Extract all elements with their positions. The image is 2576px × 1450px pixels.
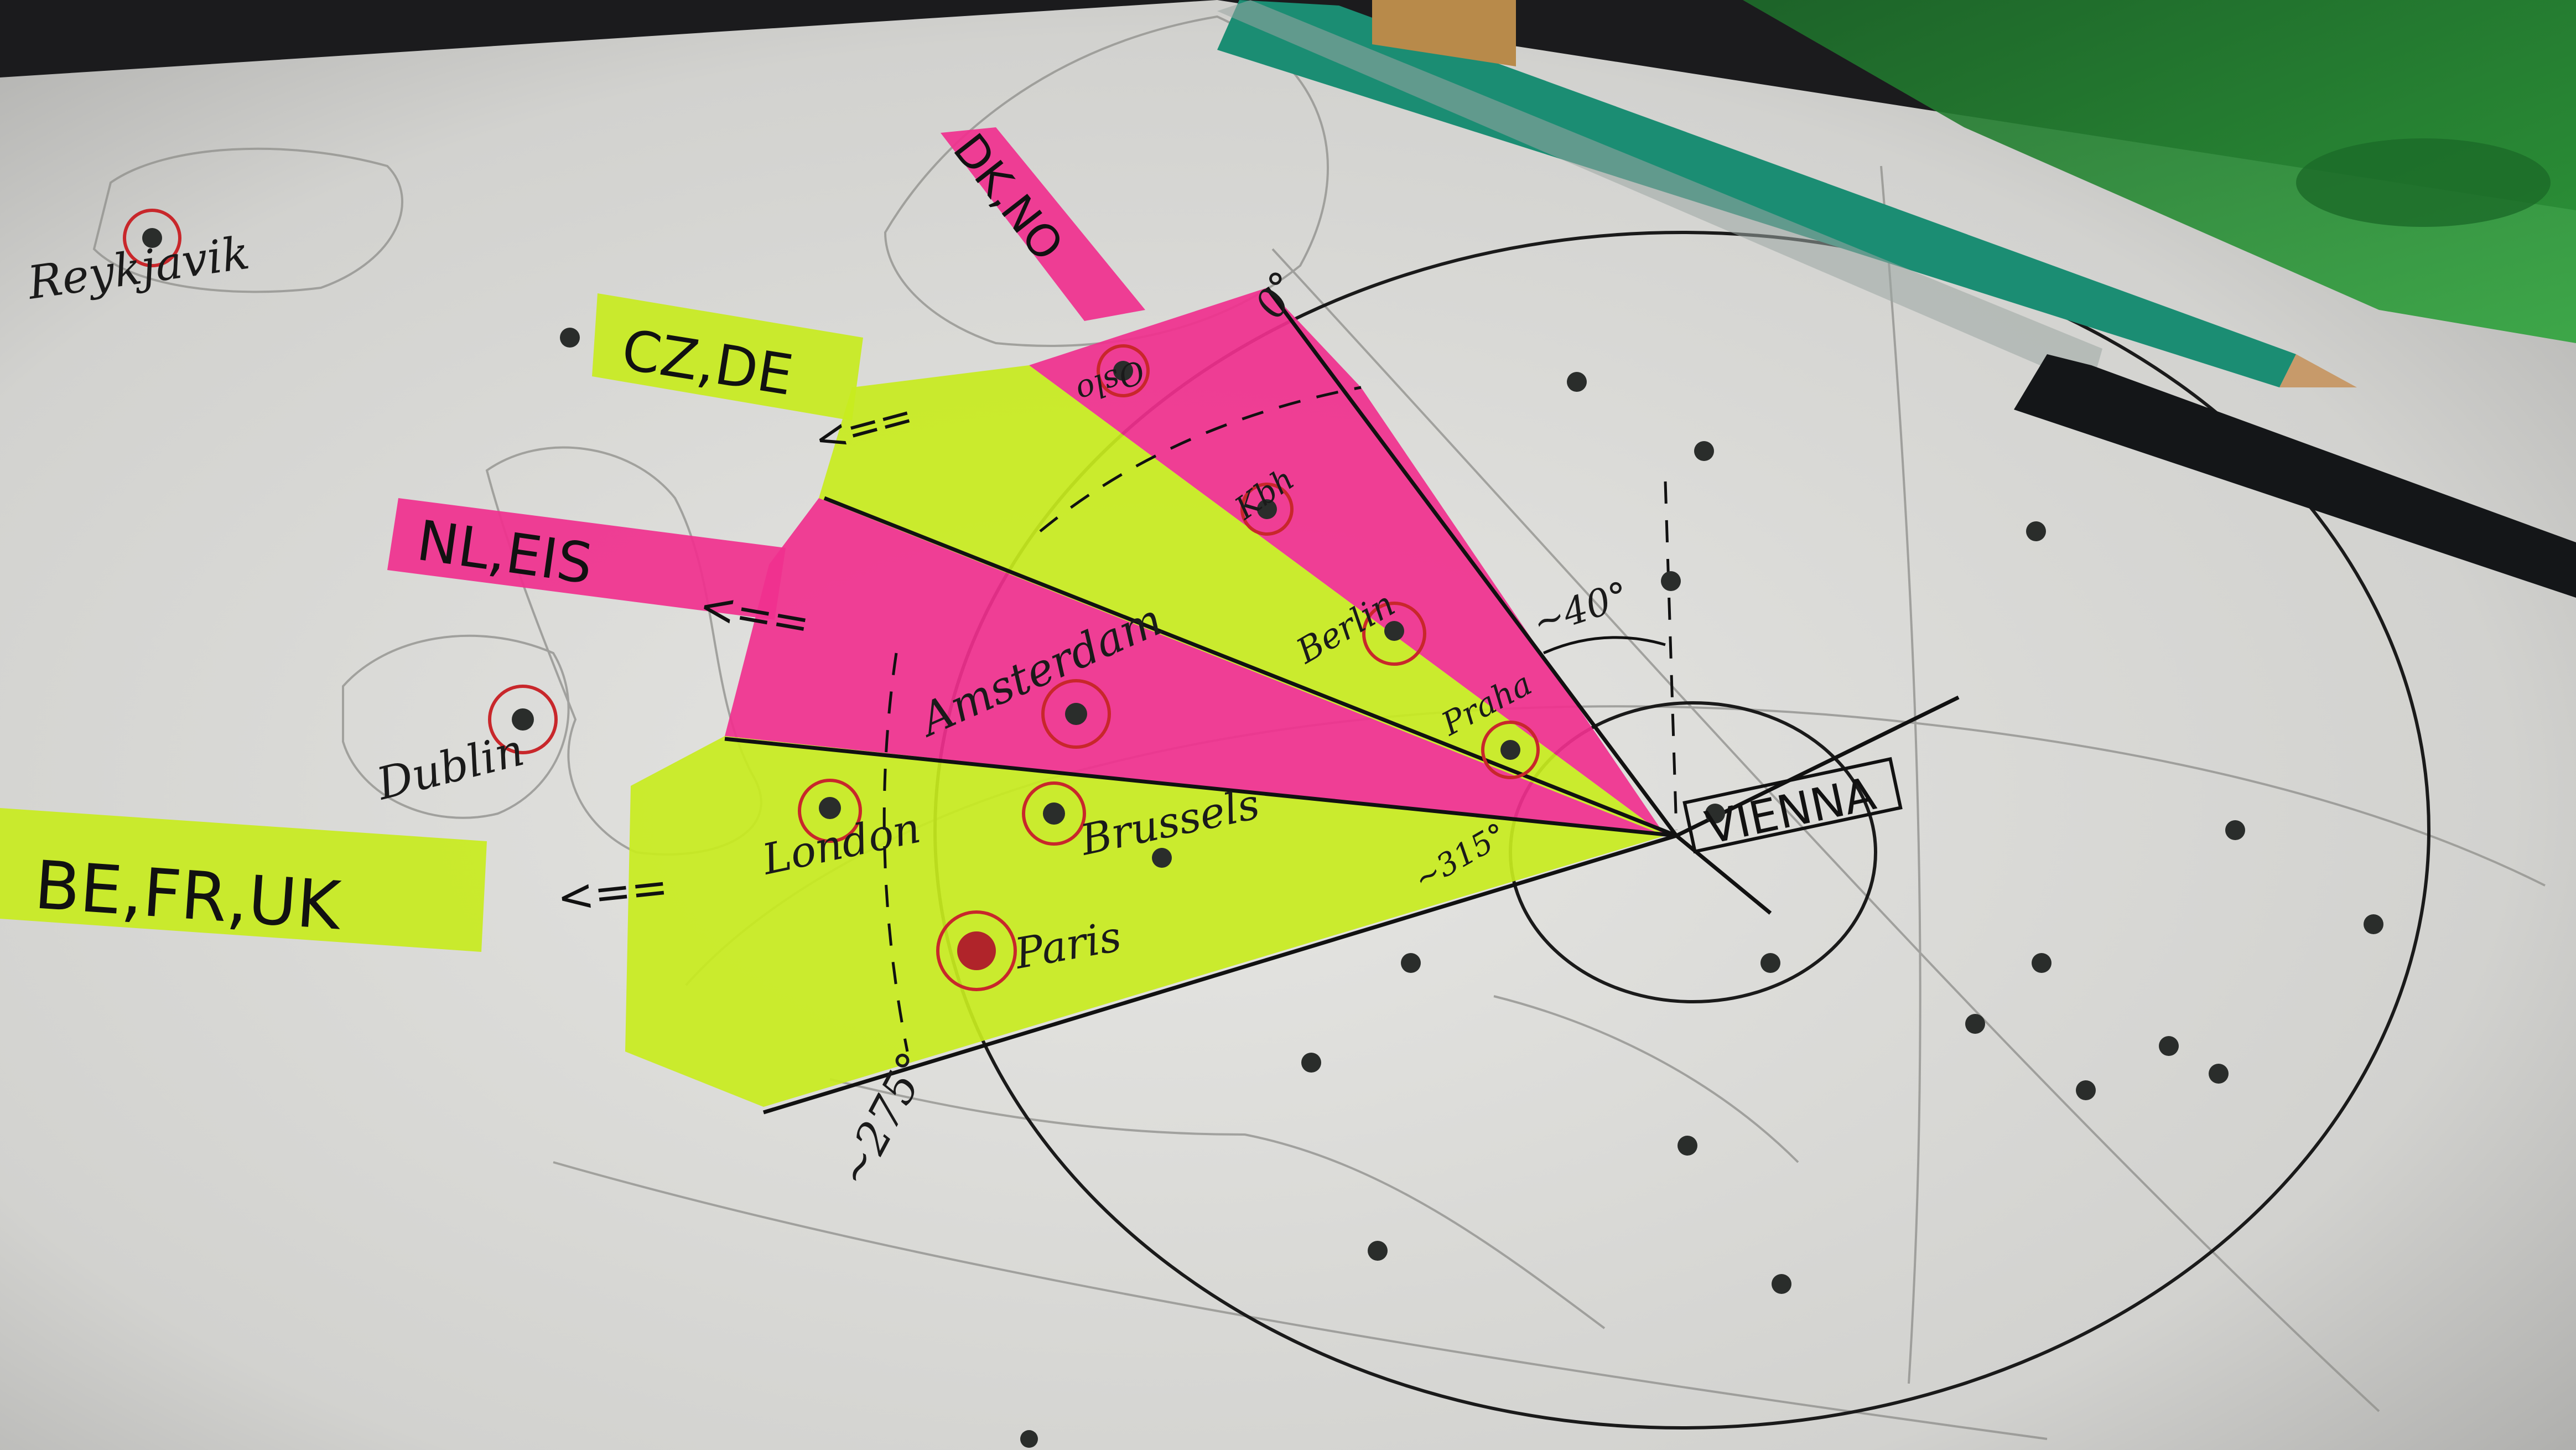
city-dot bbox=[2225, 820, 2245, 840]
paris-marker-ring bbox=[936, 910, 1017, 991]
city-dot bbox=[142, 228, 162, 248]
label-block-befruk bbox=[0, 808, 487, 952]
label-block-czde bbox=[592, 293, 863, 421]
city-dot bbox=[560, 328, 580, 348]
vienna-box bbox=[1682, 757, 1903, 854]
city-dot bbox=[2364, 914, 2383, 934]
city-dot bbox=[1257, 499, 1277, 519]
graticule-2 bbox=[1880, 165, 1921, 1384]
city-dot bbox=[1772, 1274, 1791, 1294]
city-dot bbox=[819, 797, 841, 819]
pen bbox=[1217, 0, 2576, 598]
city-dot bbox=[1368, 1241, 1388, 1261]
wedge-pink-mid bbox=[725, 498, 1665, 836]
city-dot bbox=[2076, 1080, 2096, 1100]
clear-pen-body bbox=[1217, 0, 2102, 387]
pencil-ferrule bbox=[1372, 0, 1516, 66]
pencil-tip bbox=[2279, 354, 2357, 387]
city-dot bbox=[1384, 621, 1404, 641]
city-dot bbox=[2159, 1036, 2179, 1056]
graticule-1 bbox=[1271, 248, 2380, 1412]
city-dot bbox=[1065, 703, 1087, 725]
label-block-dkno bbox=[941, 127, 1145, 321]
paris-marker bbox=[957, 931, 996, 970]
arrow-befruk: <== bbox=[554, 861, 671, 924]
ruler bbox=[1743, 0, 2576, 343]
city-dot bbox=[1113, 361, 1133, 381]
city-dot bbox=[2026, 521, 2046, 541]
city-dot bbox=[1661, 571, 1681, 591]
city-dot bbox=[1677, 1136, 1697, 1156]
iceland-outline bbox=[92, 147, 403, 293]
city-dot bbox=[1567, 372, 1587, 392]
city-dot bbox=[1705, 804, 1725, 824]
scandinavia-outline bbox=[884, 15, 1329, 347]
city-dot bbox=[1500, 740, 1520, 760]
city-dot bbox=[1152, 848, 1172, 868]
dashed-guides bbox=[882, 386, 1678, 1052]
black-pen-cap bbox=[2014, 354, 2576, 598]
wedge-pink-top bbox=[1029, 288, 1665, 836]
city-dot bbox=[1043, 802, 1065, 825]
angle-arc-40 bbox=[1543, 636, 1666, 655]
city-dot bbox=[1965, 1014, 1985, 1034]
map-outlines bbox=[92, 15, 2546, 1440]
city-dot bbox=[512, 708, 534, 731]
city-dot bbox=[1401, 953, 1421, 973]
ireland-outline bbox=[342, 634, 570, 819]
red-circles bbox=[123, 209, 1540, 846]
wedge-yellow-top bbox=[819, 365, 1665, 836]
graticule-3 bbox=[553, 1161, 2048, 1440]
city-dot bbox=[2209, 1064, 2229, 1084]
city-dot bbox=[1020, 1430, 1038, 1448]
city-dots bbox=[142, 228, 2383, 1448]
city-dot bbox=[2032, 953, 2052, 973]
city-dot bbox=[1694, 441, 1714, 461]
green-ruler bbox=[1743, 0, 2576, 343]
city-dot bbox=[1301, 1053, 1321, 1073]
city-dot bbox=[1760, 953, 1780, 973]
ruler-cutout bbox=[2296, 138, 2551, 227]
label-block-nleis bbox=[387, 498, 786, 620]
